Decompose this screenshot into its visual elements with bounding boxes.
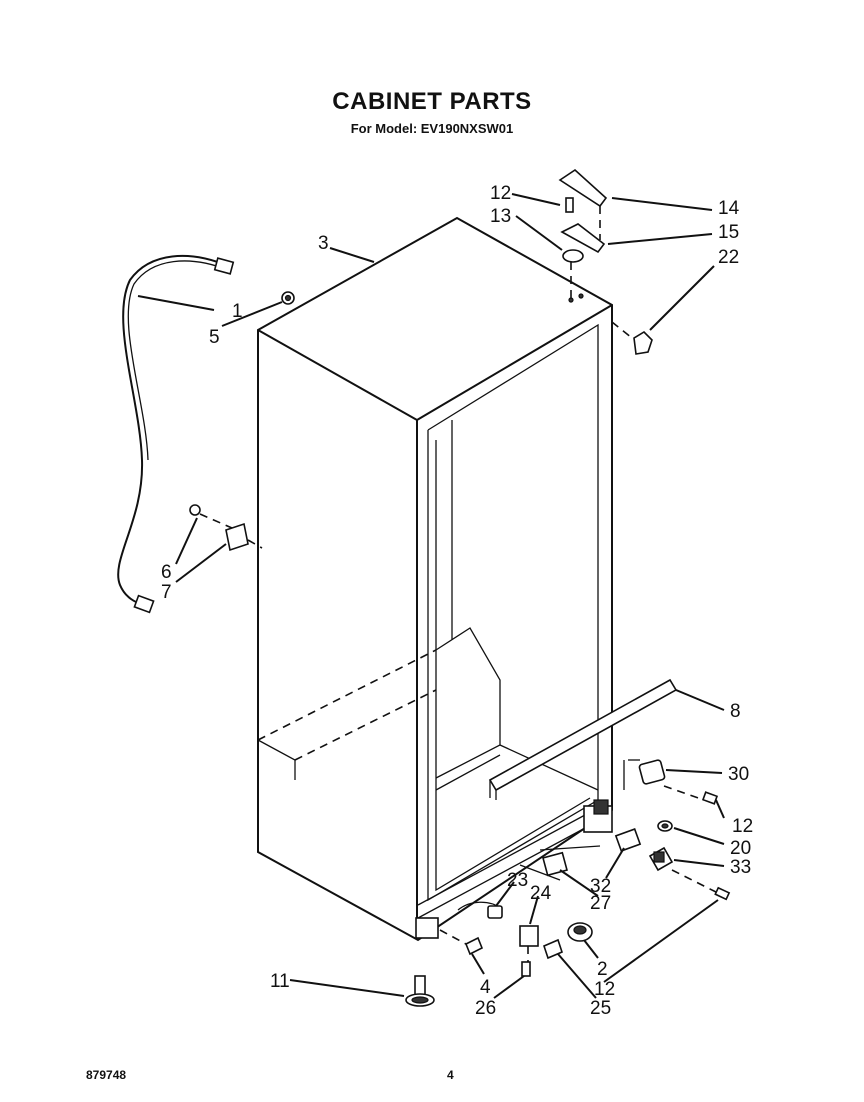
callout-33: 33 — [730, 857, 751, 878]
callout-27: 27 — [590, 893, 611, 914]
drawing-number: 879748 — [86, 1068, 127, 1082]
page-title: CABINET PARTS — [332, 88, 532, 115]
callout-7: 7 — [161, 582, 172, 603]
cabinet-body — [257, 216, 613, 942]
callout-15: 15 — [718, 222, 739, 243]
model-subtitle: For Model: EV190NXSW01 — [350, 121, 514, 136]
callout-2: 2 — [597, 959, 608, 980]
callout-30: 30 — [728, 764, 749, 785]
power-cord — [117, 255, 235, 614]
callout-13: 13 — [490, 206, 511, 227]
part-22-cap — [611, 321, 653, 355]
callout-8: 8 — [730, 701, 741, 722]
callout-4: 4 — [480, 977, 491, 998]
callout-32: 32 — [590, 876, 611, 897]
callout-25: 25 — [590, 998, 611, 1019]
callout-labels: 1 2 3 4 5 6 7 8 11 12 12 12 13 14 15 20 … — [161, 183, 753, 1019]
callout-12-bottom: 12 — [594, 979, 615, 1000]
callout-23: 23 — [507, 870, 528, 891]
page-number: 4 — [447, 1068, 454, 1082]
leader-lines — [137, 193, 725, 999]
right-bottom-parts — [614, 759, 731, 901]
callout-26: 26 — [475, 998, 496, 1019]
callout-12-top: 12 — [490, 183, 511, 204]
callout-11: 11 — [270, 971, 290, 992]
callout-22: 22 — [718, 247, 739, 268]
callout-1: 1 — [232, 301, 243, 322]
callout-20: 20 — [730, 838, 751, 859]
bottom-parts — [405, 845, 601, 1007]
callout-6: 6 — [161, 562, 172, 583]
part-7-clip — [225, 522, 263, 552]
callout-3: 3 — [318, 233, 329, 254]
callout-5: 5 — [209, 327, 220, 348]
part-6-screw — [189, 504, 233, 529]
callout-24: 24 — [530, 883, 552, 904]
part-5-grommet — [281, 291, 295, 305]
callout-12-right: 12 — [732, 816, 753, 837]
top-hinge-parts — [558, 168, 608, 303]
callout-14: 14 — [718, 198, 740, 219]
